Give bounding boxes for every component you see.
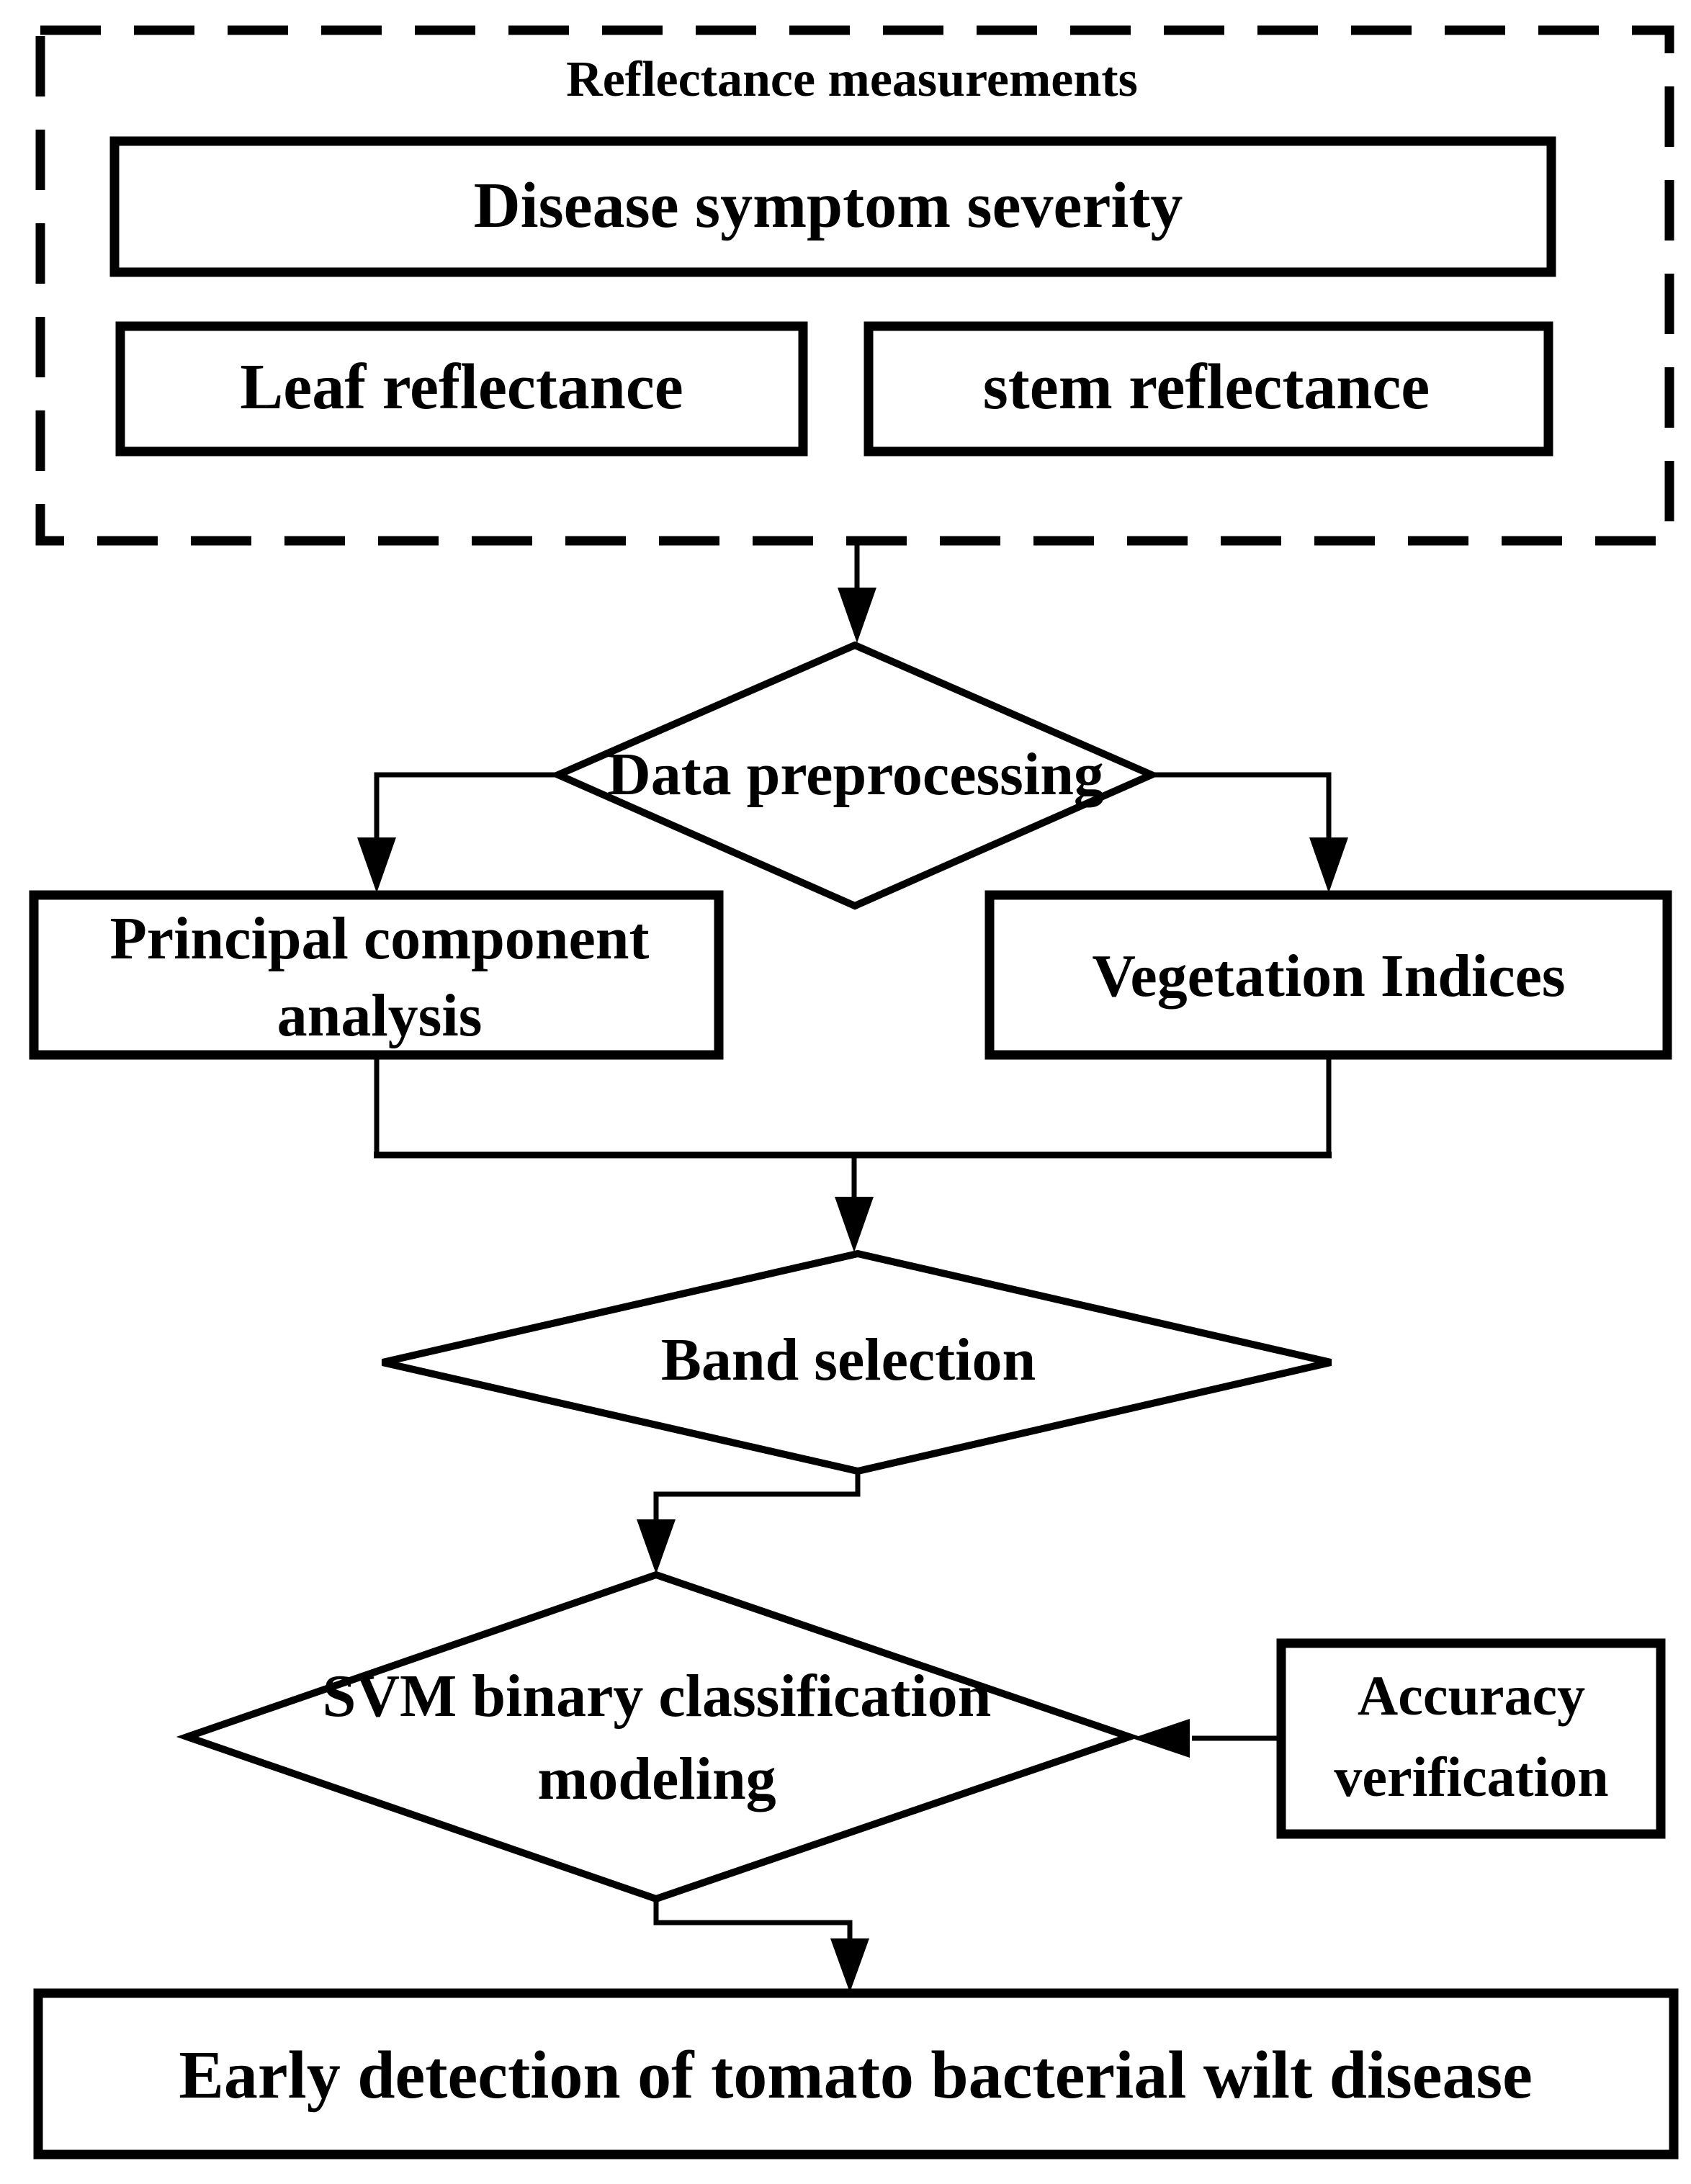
- arrowhead-down-icon: [838, 588, 876, 643]
- reflectance-measurements-group: Reflectance measurements Disease symptom…: [35, 25, 1674, 546]
- stem-reflectance-label: stem reflectance: [983, 351, 1430, 423]
- disease-symptom-severity-box: [109, 136, 1556, 277]
- vegetation-indices-box: Vegetation Indices: [984, 890, 1672, 1060]
- accuracy-label-line2: verification: [1334, 1745, 1608, 1808]
- pca-label-line1: Principal component: [110, 905, 650, 972]
- vegetation-indices-label: Vegetation Indices: [1092, 943, 1565, 1010]
- data-preprocessing-label: Data preprocessing: [607, 741, 1104, 808]
- leaf-reflectance-label: Leaf reflectance: [240, 351, 683, 423]
- arrowhead-down-icon: [637, 1519, 676, 1574]
- band-selection-label: Band selection: [661, 1326, 1036, 1393]
- svm-classification-diamond: SVM binary classification modeling: [176, 1570, 1141, 1903]
- leaf-reflectance-box: [115, 321, 808, 457]
- arrow-preprocessing-to-pca: [357, 772, 558, 893]
- pca-box: Principal component analysis: [29, 890, 724, 1060]
- arrowhead-down-icon: [1309, 837, 1348, 893]
- arrowhead-left-icon: [1132, 1719, 1190, 1758]
- stem-reflectance-box: [864, 321, 1553, 457]
- svm-label-line2: modeling: [537, 1745, 776, 1812]
- data-preprocessing-diamond: Data preprocessing: [549, 641, 1161, 910]
- arrowhead-down-icon: [357, 837, 396, 893]
- accuracy-label-line1: Accuracy: [1358, 1664, 1585, 1727]
- arrow-preprocessing-to-vegetation: [1152, 772, 1348, 893]
- svm-label-line1: SVM binary classification: [323, 1663, 992, 1730]
- arrow-svm-to-final: [653, 1899, 869, 1992]
- arrowhead-down-icon: [835, 1197, 874, 1252]
- arrow-group-to-preprocessing: [838, 541, 876, 643]
- disease-symptom-severity-label: Disease symptom severity: [474, 170, 1183, 241]
- pca-label-line2: analysis: [277, 982, 483, 1049]
- early-detection-box: Early detection of tomato bacterial wilt…: [33, 1988, 1679, 2160]
- early-detection-label: Early detection of tomato bacterial wilt…: [179, 2038, 1533, 2113]
- arrow-accuracy-to-svm: [1132, 1719, 1281, 1758]
- accuracy-verification-box: Accuracy verification: [1276, 1638, 1666, 1839]
- arrow-band-to-svm: [637, 1471, 861, 1574]
- reflectance-group-title: Reflectance measurements: [566, 52, 1138, 107]
- band-selection-diamond: Band selection: [381, 1249, 1332, 1475]
- arrow-merge-to-band-selection: [374, 1055, 1332, 1252]
- arrowhead-down-icon: [830, 1938, 869, 1992]
